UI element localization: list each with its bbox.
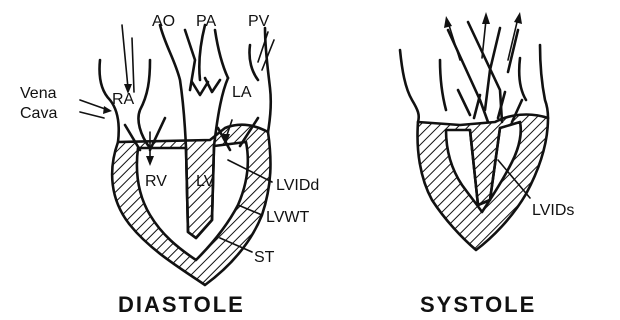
label-vena: Vena xyxy=(20,85,57,102)
label-pv: PV xyxy=(248,13,270,30)
label-lvidd: LVIDd xyxy=(276,177,319,194)
systole-arrowheads xyxy=(444,12,522,28)
systole-atria xyxy=(400,45,548,122)
label-lvids: LVIDs xyxy=(532,202,574,219)
diastole-heart xyxy=(80,25,274,285)
systole-flow-arrows xyxy=(448,18,518,60)
label-cava: Cava xyxy=(20,105,57,122)
systole-ventricular-wall xyxy=(418,115,548,250)
diastole-aortic-valve xyxy=(192,78,220,95)
diastole-aorta xyxy=(160,25,205,148)
label-la: LA xyxy=(232,84,252,101)
label-rv: RV xyxy=(145,173,167,190)
diastole-ventricular-wall xyxy=(112,125,270,285)
caption-diastole: DIASTOLE xyxy=(118,292,245,317)
label-ra: RA xyxy=(112,91,135,108)
label-lvwt: LVWT xyxy=(266,209,309,226)
label-st: ST xyxy=(254,249,275,266)
label-pa: PA xyxy=(196,13,216,30)
systole-great-vessels xyxy=(448,22,518,122)
label-lv: LV xyxy=(196,173,215,190)
label-ao: AO xyxy=(152,13,175,30)
systole-heart xyxy=(400,12,548,250)
caption-systole: SYSTOLE xyxy=(420,292,536,317)
